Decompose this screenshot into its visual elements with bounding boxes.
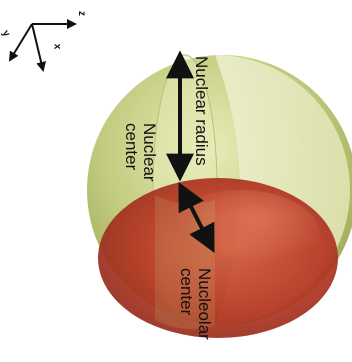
label-nuclear-radius-text: Nuclear radius xyxy=(192,56,211,166)
label-nuclear-radius: Nuclear radius xyxy=(193,56,210,166)
label-nucleolar-center-line1: Nucleolar xyxy=(195,268,213,340)
axis-label-x: x xyxy=(51,44,62,50)
label-nuclear-center-line2: center xyxy=(122,123,140,182)
nucleolus xyxy=(98,178,338,338)
axis-indicator xyxy=(10,24,75,70)
label-nucleolar-center-line2: center xyxy=(177,268,195,340)
axis-label-z: z xyxy=(76,11,87,16)
label-nucleolar-center: Nucleolar center xyxy=(177,268,213,340)
label-nuclear-center-line1: Nuclear xyxy=(140,123,158,182)
label-nuclear-center: Nuclear center xyxy=(122,123,158,182)
